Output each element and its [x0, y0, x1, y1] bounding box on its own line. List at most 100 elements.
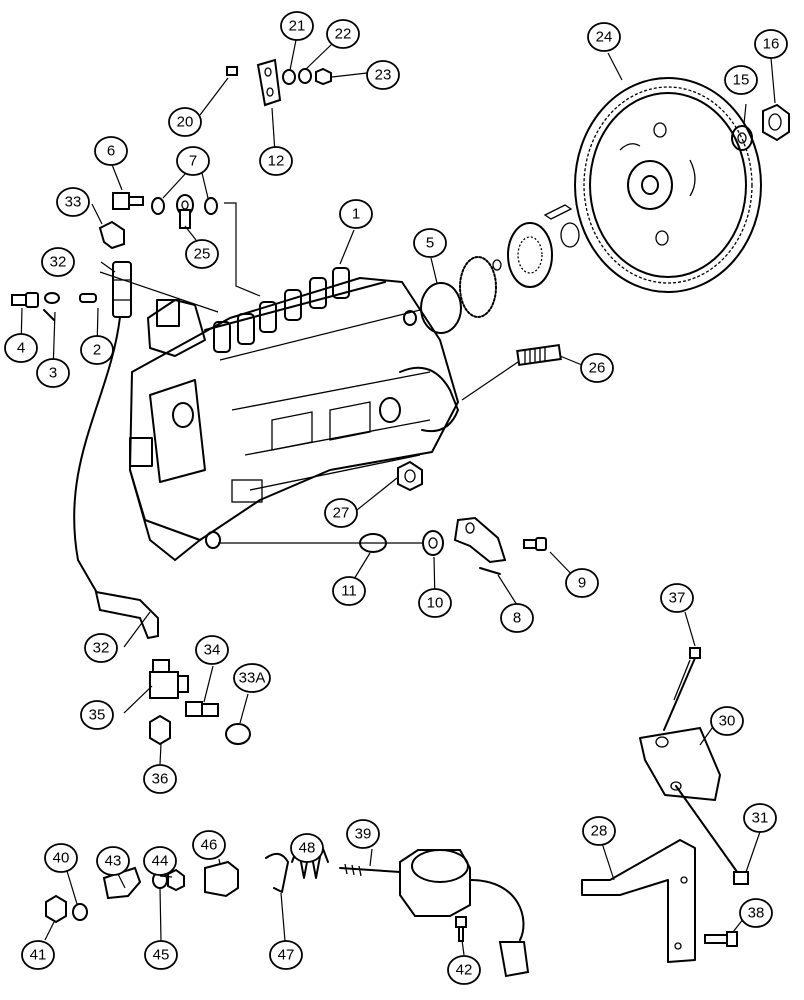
banjo-bolt-fittings [112, 192, 218, 229]
callout-7: 7 [176, 146, 210, 176]
callout-41: 41 [21, 940, 55, 970]
bracket-assembly-top [226, 58, 332, 107]
callout-25: 25 [185, 239, 219, 269]
svg-text:12: 12 [268, 153, 285, 170]
callout-35: 35 [80, 700, 114, 730]
callout-20: 20 [168, 107, 202, 137]
callout-45: 45 [144, 940, 178, 970]
svg-text:43: 43 [105, 853, 122, 870]
callout-11: 11 [332, 576, 366, 606]
gear-nut [762, 103, 790, 142]
small-washer [72, 903, 88, 921]
svg-text:22: 22 [335, 26, 352, 43]
fuel-line-lower [94, 590, 159, 640]
callout-12: 12 [259, 146, 293, 176]
svg-text:7: 7 [189, 153, 197, 170]
svg-text:32: 32 [93, 640, 110, 657]
gear-washer [731, 125, 753, 151]
callout-36: 36 [143, 764, 177, 794]
svg-text:1: 1 [352, 206, 360, 223]
leader-lines [20, 39, 776, 956]
callout-31: 31 [743, 803, 777, 833]
callout-32-lower: 32 [84, 633, 118, 663]
tee-fitting [149, 659, 189, 699]
callout-16: 16 [754, 29, 788, 59]
cap [225, 723, 251, 745]
lever [453, 516, 507, 564]
callout-44: 44 [143, 846, 177, 876]
svg-text:10: 10 [427, 595, 444, 612]
angle-bracket-bolt [704, 931, 738, 947]
hex-nut [149, 714, 171, 746]
o-ring [420, 282, 462, 334]
bracket-bolt [675, 785, 749, 885]
svg-text:33A: 33A [239, 670, 266, 687]
svg-text:33: 33 [65, 194, 82, 211]
svg-text:48: 48 [299, 840, 316, 857]
callout-2: 2 [80, 335, 114, 365]
svg-text:45: 45 [153, 947, 170, 964]
callout-9: 9 [565, 568, 599, 598]
svg-text:16: 16 [763, 36, 780, 53]
svg-text:6: 6 [107, 143, 115, 160]
callout-34: 34 [195, 635, 229, 665]
svg-text:38: 38 [748, 905, 765, 922]
svg-text:31: 31 [752, 810, 769, 827]
svg-text:41: 41 [30, 947, 47, 964]
svg-text:24: 24 [596, 29, 613, 46]
callout-27: 27 [324, 498, 358, 528]
shutoff-solenoid [339, 849, 530, 978]
svg-text:2: 2 [93, 342, 101, 359]
callout-26: 26 [580, 353, 614, 383]
svg-text:9: 9 [578, 575, 586, 592]
callout-48: 48 [290, 833, 324, 863]
svg-text:28: 28 [591, 823, 608, 840]
svg-text:20: 20 [177, 114, 194, 131]
callout-39: 39 [346, 819, 380, 849]
solenoid-screw [455, 916, 467, 942]
svg-text:5: 5 [426, 235, 434, 252]
svg-text:42: 42 [456, 962, 473, 979]
callout-32-upper: 32 [41, 247, 75, 277]
pump-flange [399, 366, 459, 432]
svg-text:26: 26 [589, 360, 606, 377]
svg-text:40: 40 [53, 850, 70, 867]
svg-text:36: 36 [152, 771, 169, 788]
bushing [422, 530, 444, 556]
callout-10: 10 [418, 588, 452, 618]
callout-5: 5 [413, 228, 447, 258]
svg-text:11: 11 [341, 583, 357, 600]
svg-text:23: 23 [375, 67, 392, 84]
svg-text:25: 25 [194, 246, 211, 263]
callout-15: 15 [724, 65, 758, 95]
callout-4: 4 [4, 333, 38, 363]
svg-text:46: 46 [201, 837, 218, 854]
callout-47: 47 [269, 940, 303, 970]
svg-text:34: 34 [204, 642, 221, 659]
stud [516, 344, 562, 366]
angle-bracket [581, 839, 696, 963]
callout-22: 22 [326, 19, 360, 49]
adjusting-screw [663, 647, 701, 731]
hub-assembly [459, 204, 580, 318]
seal-ring [359, 533, 387, 553]
small-nut [45, 894, 67, 924]
callout-28: 28 [582, 816, 616, 846]
svg-text:21: 21 [289, 18, 306, 35]
fuel-line-upper [112, 261, 132, 318]
svg-text:32: 32 [50, 254, 67, 271]
clip [265, 852, 289, 893]
callout-8: 8 [500, 603, 534, 633]
callout-23: 23 [366, 60, 400, 90]
injection-pump-body [129, 267, 459, 561]
callout-46: 46 [192, 830, 226, 860]
callout-24: 24 [587, 22, 621, 52]
svg-text:47: 47 [278, 947, 295, 964]
callout-43: 43 [96, 846, 130, 876]
coupler [204, 860, 239, 898]
callout-38: 38 [739, 898, 773, 928]
callout-37: 37 [660, 583, 694, 613]
mounting-bracket [639, 727, 721, 801]
callout-42: 42 [447, 955, 481, 985]
